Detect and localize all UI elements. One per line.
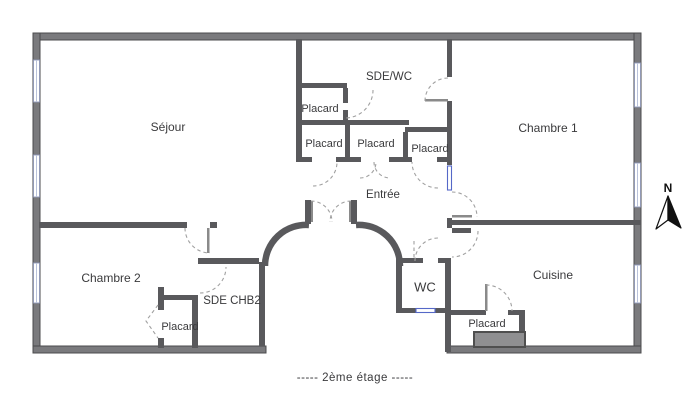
interior-wall: [259, 262, 265, 346]
entry-curve-right: [355, 221, 404, 267]
interior-wall: [447, 101, 452, 165]
interior-wall: [158, 295, 195, 300]
door-sdewc: [424, 77, 449, 102]
north-arrow-icon: [655, 195, 669, 230]
interior-wall: [305, 200, 311, 224]
room-label-placard-row-middle: Placard: [357, 138, 394, 150]
floor-title: ----- 2ème étage -----: [297, 372, 413, 384]
interior-wall: [158, 287, 164, 310]
room-label-cuisine: Cuisine: [533, 268, 573, 282]
north-label: N: [664, 181, 673, 195]
room-label-sde-wc: SDE/WC: [366, 71, 412, 83]
door-leaf: [349, 201, 351, 222]
exterior-wall: [32, 345, 267, 354]
room-label-placard-row-left: Placard: [305, 138, 342, 150]
glazed-panel: [415, 307, 436, 314]
door-wc: [414, 237, 439, 262]
room-label-chambre-2: Chambre 2: [81, 271, 141, 285]
door-leaf: [425, 99, 448, 102]
door-leaf: [311, 201, 313, 222]
door-cuisine: [451, 230, 479, 258]
room-label-placard-chambre2: Placard: [161, 321, 198, 333]
interior-wall: [343, 110, 348, 122]
door-leaf: [207, 228, 210, 253]
door-placard-row-mid-b: [373, 161, 391, 179]
interior-wall: [300, 83, 347, 88]
room-label-placard-cuisine: Placard: [468, 318, 505, 330]
interior-wall: [158, 338, 164, 348]
room-label-sejour: Séjour: [151, 120, 186, 134]
door-placard-row-mid-a: [359, 161, 377, 179]
interior-wall: [343, 88, 348, 103]
interior-wall: [405, 127, 452, 132]
exterior-wall: [32, 32, 642, 41]
interior-wall: [296, 157, 312, 162]
door-placard-cuisine: [485, 284, 513, 312]
room-label-placard-row-right: Placard: [411, 143, 448, 155]
interior-wall: [198, 258, 259, 264]
door-placard-row-left: [312, 161, 338, 187]
interior-wall: [508, 310, 525, 315]
north-arrow-icon: [667, 195, 682, 229]
entry-door-left: [310, 200, 333, 223]
interior-wall: [438, 258, 451, 263]
door-leaf: [485, 284, 488, 311]
interior-wall: [448, 310, 486, 315]
interior-wall: [192, 295, 198, 348]
door-chambre2: [184, 227, 211, 254]
room-label-wc: WC: [414, 280, 436, 295]
interior-wall: [389, 157, 412, 162]
interior-wall: [300, 120, 409, 125]
room-label-chambre-1: Chambre 1: [518, 121, 578, 135]
room-label-placard-sdewc: Placard: [301, 103, 338, 115]
door-chambre1: [451, 191, 478, 218]
bifold-placard-chambre2: [145, 304, 159, 339]
interior-wall: [519, 310, 525, 334]
entry-curve-left: [261, 221, 310, 267]
door-sde-chb2: [199, 266, 227, 294]
technical-block: [473, 331, 526, 348]
interior-wall: [447, 39, 452, 77]
interior-wall: [345, 125, 350, 161]
interior-wall: [437, 157, 452, 162]
interior-wall: [452, 228, 471, 233]
interior-wall: [210, 222, 217, 228]
interior-wall: [39, 222, 187, 228]
interior-wall: [396, 256, 402, 310]
interior-wall: [445, 260, 451, 352]
room-label-entree: Entrée: [366, 189, 400, 201]
room-label-sde-chb2: SDE CHB2: [203, 295, 261, 307]
interior-wall: [336, 157, 361, 162]
glazed-panel: [446, 165, 453, 191]
door-placard-row-right: [411, 161, 439, 189]
interior-wall: [403, 132, 408, 161]
interior-wall: [447, 220, 641, 225]
interior-wall: [351, 200, 357, 224]
door-placard-sdewc: [344, 89, 374, 119]
entry-door-right: [329, 200, 352, 223]
interior-wall: [400, 258, 423, 263]
interior-wall: [296, 39, 302, 162]
door-leaf: [452, 215, 472, 218]
